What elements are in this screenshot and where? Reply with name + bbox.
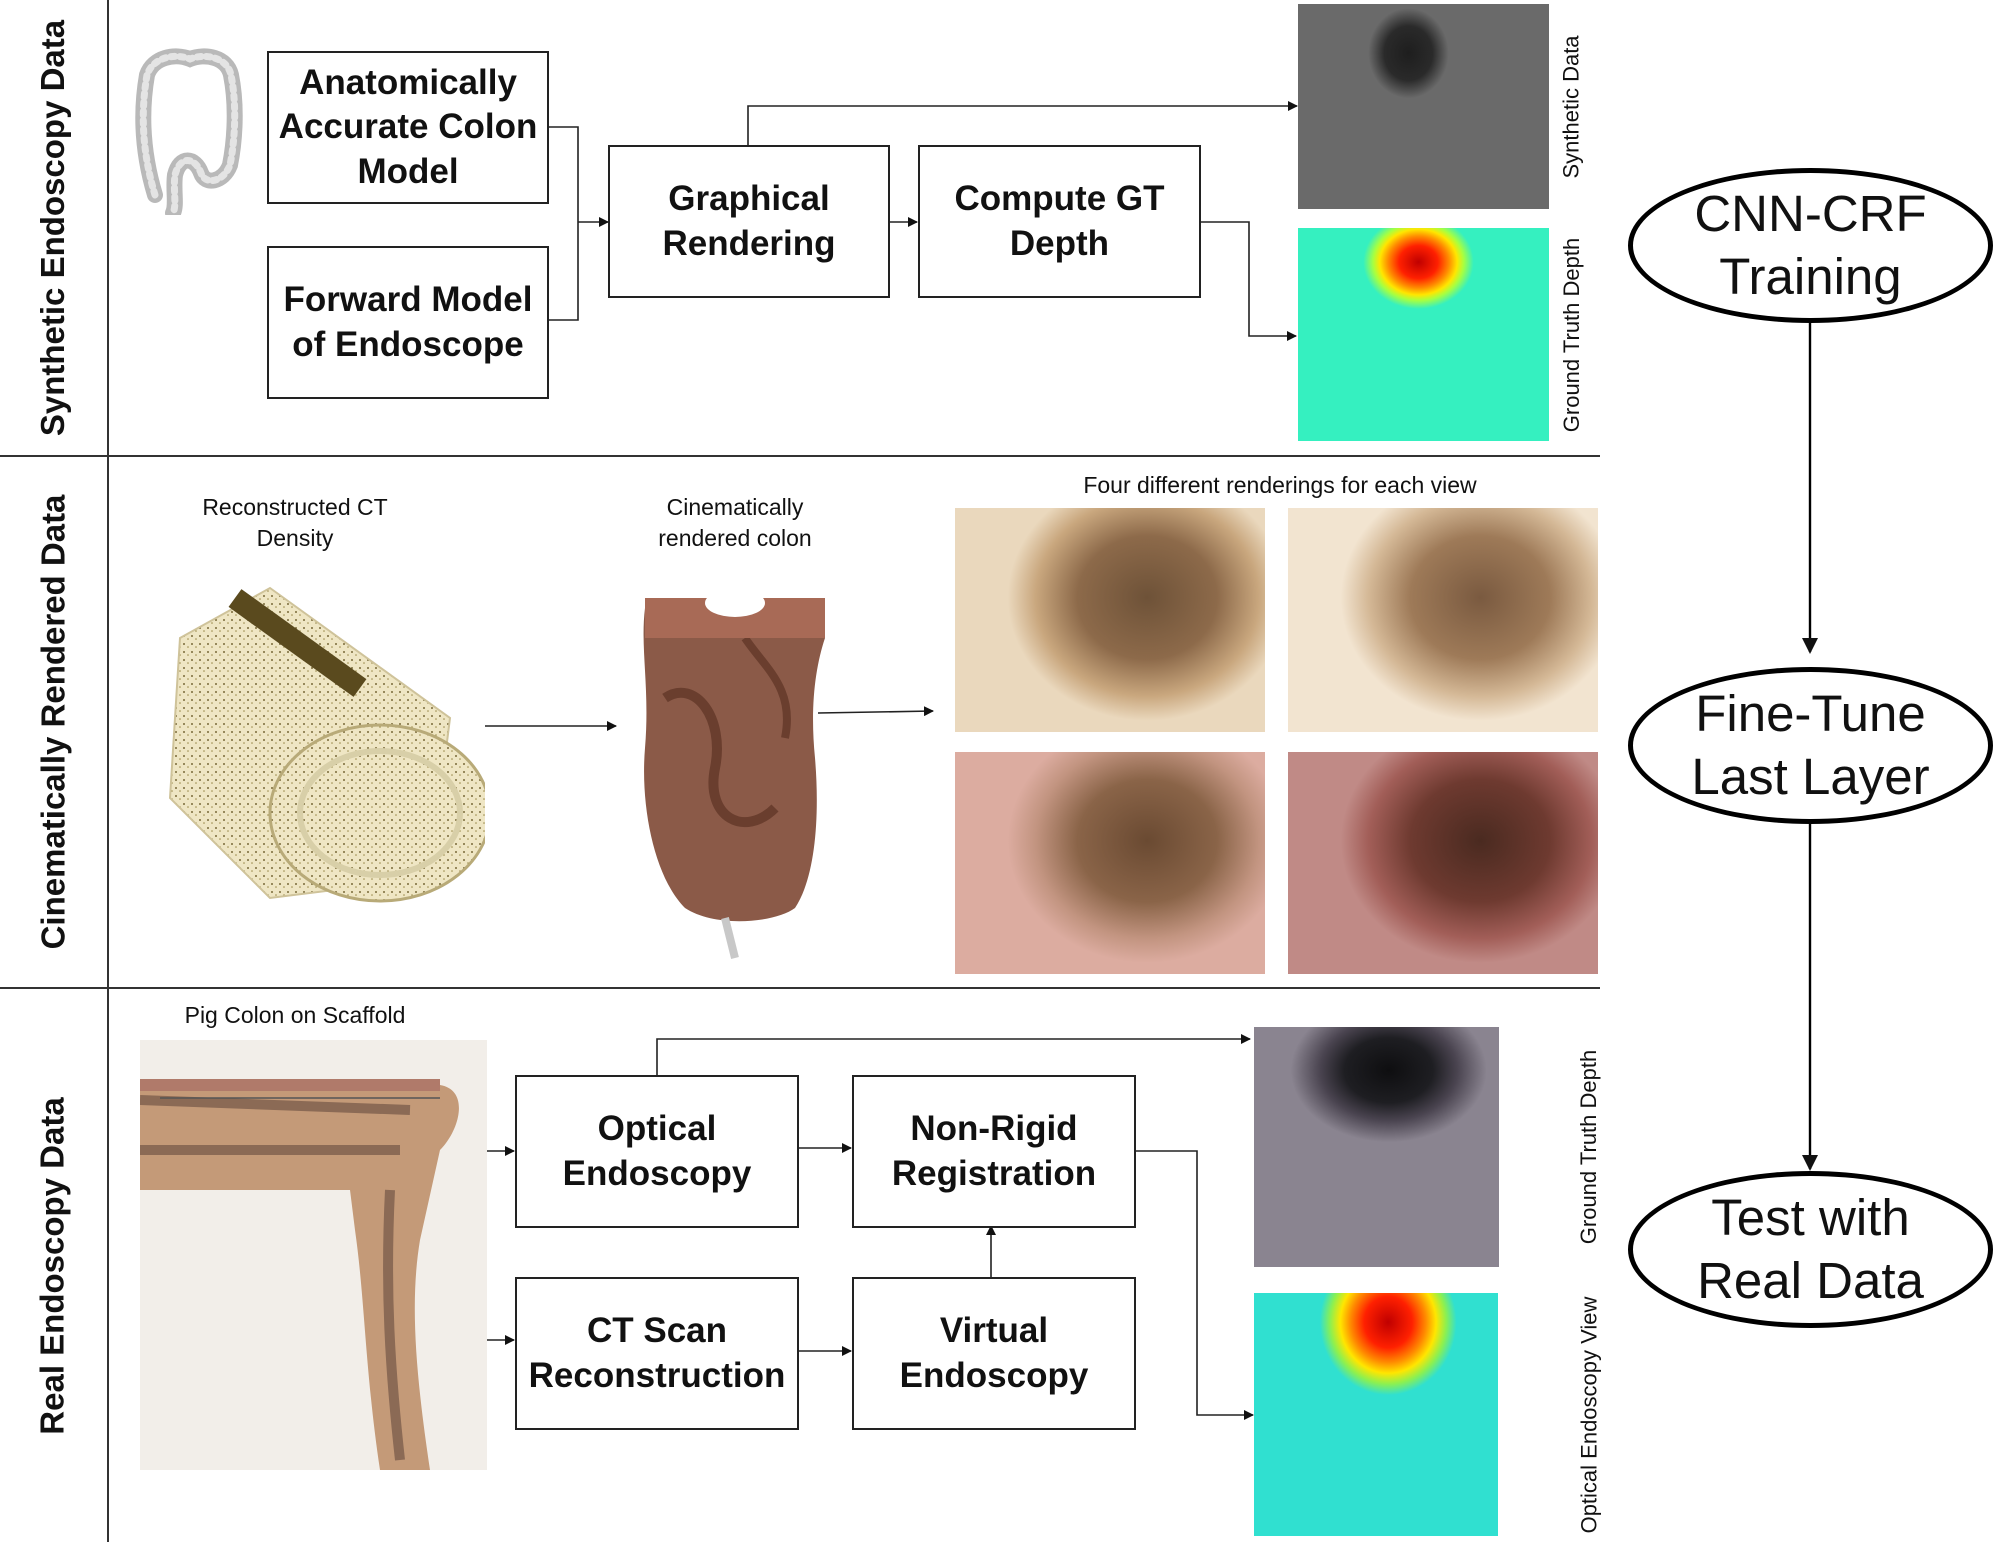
pig-colon-image bbox=[140, 1040, 487, 1470]
rendering-3 bbox=[955, 752, 1265, 974]
ct-density-image bbox=[150, 578, 485, 908]
rendered-colon-image bbox=[625, 578, 843, 970]
rendering-1 bbox=[955, 508, 1265, 732]
colon-model-box: Anatomically Accurate Colon Model bbox=[267, 51, 549, 204]
virtual-endoscopy-box: Virtual Endoscopy bbox=[852, 1277, 1136, 1430]
row-divider-1 bbox=[0, 455, 1600, 457]
caption-ct-density: Reconstructed CT Density bbox=[202, 494, 388, 552]
gt-depth-image bbox=[1298, 228, 1549, 441]
test-with-real-data-node: Test with Real Data bbox=[1628, 1171, 1993, 1328]
caption-rendered-colon: Cinematically rendered colon bbox=[658, 494, 812, 552]
compute-gt-depth-box: Compute GT Depth bbox=[918, 145, 1201, 298]
real-depth-image bbox=[1254, 1293, 1498, 1536]
row-divider-2 bbox=[0, 987, 1600, 989]
optical-endoscopy-box: Optical Endoscopy bbox=[515, 1075, 799, 1228]
label-ground-truth-depth-real: Ground Truth Depth bbox=[1576, 1049, 1602, 1245]
left-divider bbox=[107, 0, 109, 1542]
caption-pig-colon: Pig Colon on Scaffold bbox=[184, 1002, 406, 1028]
graphical-rendering-box: Graphical Rendering bbox=[608, 145, 890, 298]
label-synthetic-data: Synthetic Data bbox=[1559, 34, 1585, 179]
caption-four-renderings: Four different renderings for each view bbox=[1083, 472, 1477, 498]
ct-scan-reconstruction-box: CT Scan Reconstruction bbox=[515, 1277, 799, 1430]
label-optical-endoscopy-view: Optical Endoscopy View bbox=[1576, 1296, 1601, 1533]
forward-model-box: Forward Model of Endoscope bbox=[267, 246, 549, 399]
fine-tune-last-layer-node: Fine-Tune Last Layer bbox=[1628, 667, 1993, 824]
non-rigid-registration-box: Non-Rigid Registration bbox=[852, 1075, 1136, 1228]
real-endoscopy-image bbox=[1254, 1027, 1499, 1267]
rendering-2 bbox=[1288, 508, 1598, 732]
rendering-4 bbox=[1288, 752, 1598, 974]
synthetic-data-image bbox=[1298, 4, 1549, 209]
colon-model-image bbox=[135, 45, 245, 215]
cnn-crf-training-node: CNN-CRF Training bbox=[1628, 168, 1993, 323]
label-ground-truth-depth-synthetic: Ground Truth Depth bbox=[1559, 237, 1585, 432]
